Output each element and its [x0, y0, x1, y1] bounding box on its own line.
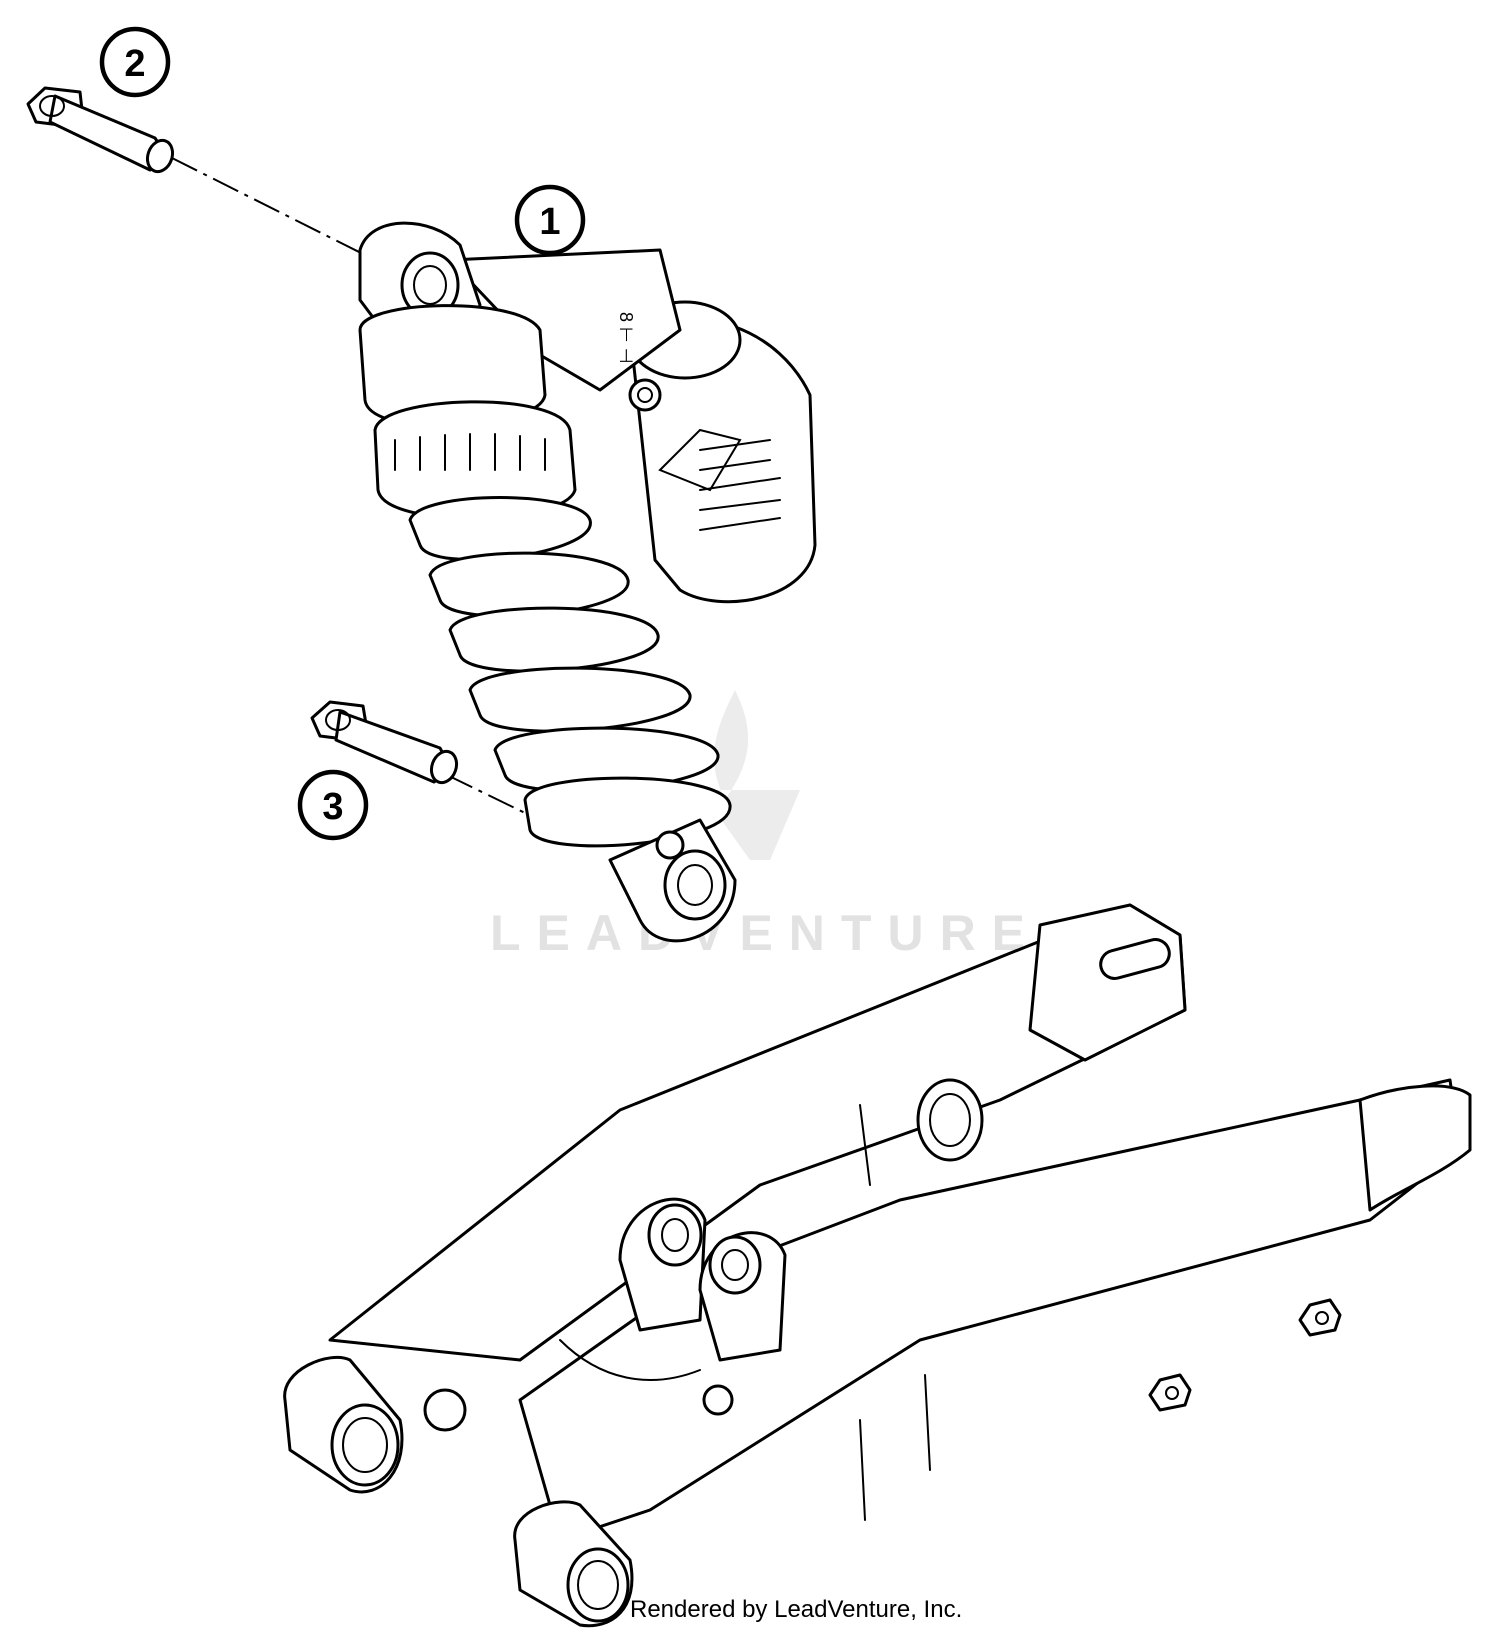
callout-3: 3 — [297, 769, 369, 841]
render-credit: Rendered by LeadVenture, Inc. — [630, 1596, 963, 1623]
callout-1-label: 1 — [539, 201, 560, 243]
watermark-logo-icon — [700, 690, 800, 860]
shock-absorber: 8 ⊢ ⊣ — [358, 221, 817, 943]
callout-3-label: 3 — [322, 786, 343, 828]
watermark-text: LEADVENTURE — [490, 905, 1041, 961]
lower-bolt — [310, 700, 459, 785]
upper-bolt — [26, 86, 175, 174]
assembly-line-upper — [171, 157, 366, 256]
callout-1: 1 — [514, 184, 586, 256]
svg-text:8 ⊢ ⊣: 8 ⊢ ⊣ — [616, 312, 636, 363]
swingarm — [283, 903, 1472, 1628]
callout-2: 2 — [99, 26, 171, 98]
callout-2-label: 2 — [124, 43, 145, 85]
